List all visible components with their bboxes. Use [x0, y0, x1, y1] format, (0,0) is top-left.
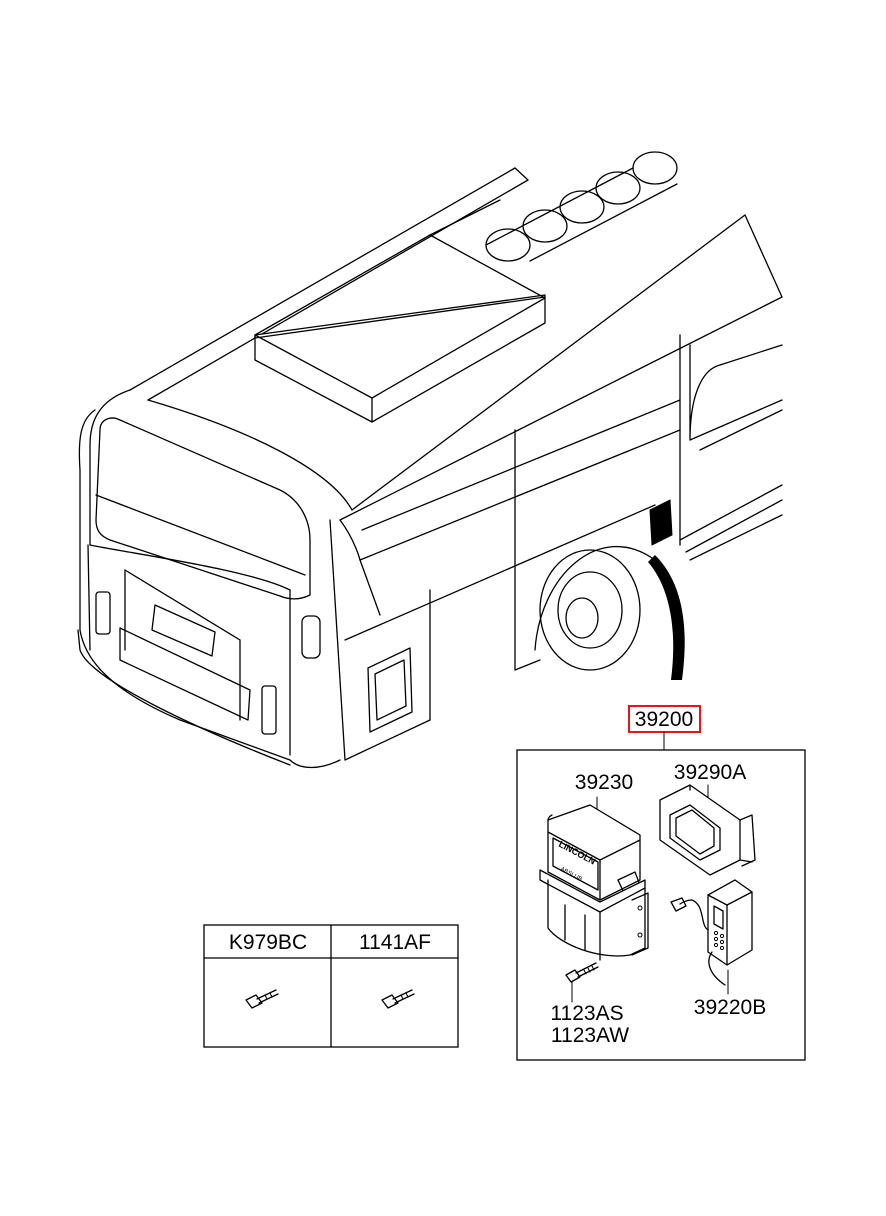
bolt-part-number-1: 1123AS: [550, 1002, 623, 1025]
bus-illustration: [77, 151, 783, 769]
bolt-part-number-2: 1123AW: [551, 1024, 629, 1047]
roof-vents: [485, 151, 678, 262]
remote-control-unit: [670, 879, 753, 986]
controller-part-number: 39230: [575, 771, 633, 794]
pointer-arrow: [648, 555, 685, 680]
assembly-frame: [516, 749, 806, 1061]
table-header-col1: K979BC: [229, 931, 307, 954]
remote-part-number: 39220B: [694, 996, 766, 1019]
table-bolt-1: [245, 989, 279, 1009]
table-header-col2: 1141AF: [359, 931, 431, 954]
mounting-bracket: [659, 784, 756, 876]
assembly-bolt: [565, 962, 599, 983]
table-bolt-2: [381, 989, 415, 1009]
parts-table: K979BC 1141AF: [203, 924, 459, 1048]
lubrication-controller: LINCOLN ABSLUB: [539, 804, 649, 961]
rear-wheel: [534, 546, 669, 671]
assembly-part-number: 39200: [635, 708, 693, 731]
bracket-part-number: 39290A: [674, 761, 746, 784]
